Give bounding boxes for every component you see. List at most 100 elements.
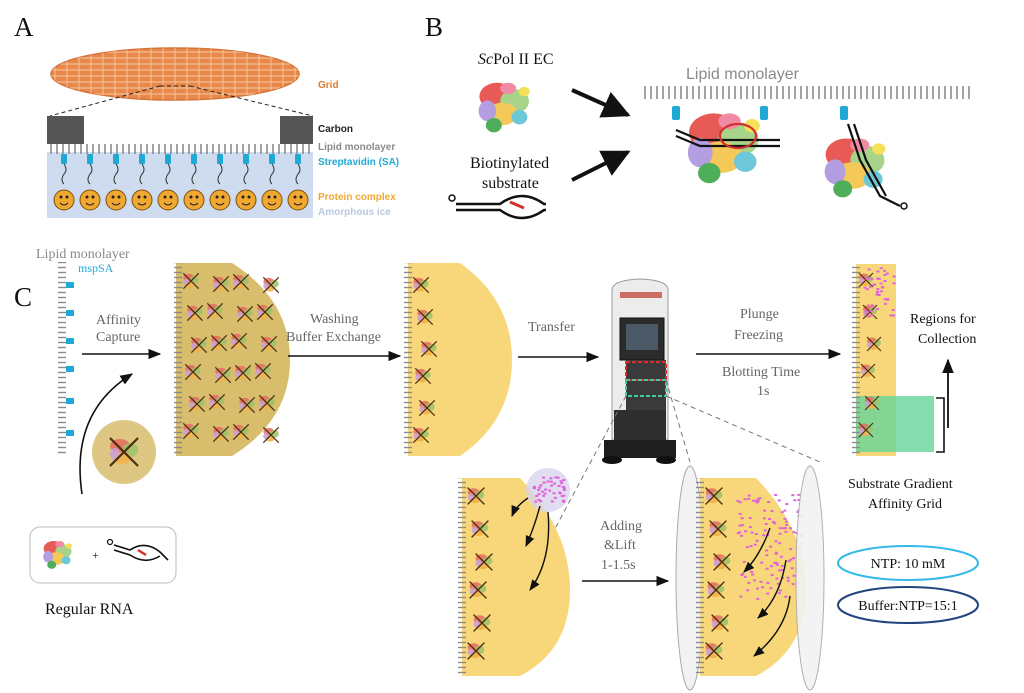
ntp-dot <box>891 309 895 312</box>
ntp-dot <box>778 532 782 535</box>
ntp-dot <box>777 592 781 595</box>
plus-sign: + <box>92 548 99 562</box>
ntp-dot <box>552 492 556 495</box>
bound-complex-icon <box>416 308 434 326</box>
plunge-label-2: Freezing <box>734 328 783 343</box>
ntp-dot <box>743 575 747 578</box>
ntp-dot <box>869 310 873 313</box>
ntp-dot <box>756 587 760 590</box>
ntp-dot <box>532 485 536 488</box>
ntp-dot <box>758 497 762 500</box>
affinity-label-2: Capture <box>96 330 140 345</box>
tether <box>269 163 275 185</box>
bound-complex-icon <box>704 486 724 506</box>
ntp-dot <box>557 485 561 488</box>
bound-complex-icon <box>238 396 256 414</box>
ntp-dot <box>770 574 774 577</box>
ntp-dot <box>537 488 541 491</box>
bound-complex-icon <box>212 275 230 293</box>
ntp-dot <box>769 545 773 548</box>
carbon-right <box>280 116 313 144</box>
ntp-label: NTP: 10 mM <box>871 557 946 572</box>
protein-complex-icon <box>79 189 101 211</box>
ntp-dot <box>783 517 787 520</box>
ntp-dot <box>542 494 546 497</box>
bound-complex-icon <box>708 519 728 539</box>
bound-complex-icon <box>710 613 730 633</box>
green-dashed-region <box>625 379 667 397</box>
bound-complex-icon <box>472 613 492 633</box>
ntp-dot <box>753 543 757 546</box>
ntp-dot <box>759 580 763 583</box>
ntp-dot <box>738 524 742 527</box>
adding-label-2: &Lift <box>604 538 636 553</box>
sa-marker <box>113 154 119 164</box>
bound-complex-icon <box>860 363 876 379</box>
bound-complex-icon <box>418 399 436 417</box>
bound-complex-icon <box>182 422 200 440</box>
ntp-dot <box>785 520 789 523</box>
ntp-dot <box>877 277 881 280</box>
monolayer-step3 <box>404 263 412 456</box>
sa-marker <box>66 398 74 404</box>
ntp-dot <box>752 579 756 582</box>
protein-complex-icon <box>235 189 257 211</box>
ntp-dot <box>540 490 544 493</box>
ntp-dot <box>787 560 791 563</box>
ntp-dot <box>560 495 564 498</box>
bound-complex-icon <box>412 276 430 294</box>
amorphous-ice-label: Amorphous ice <box>318 207 391 218</box>
ntp-dot <box>738 512 742 515</box>
ntp-dot <box>761 586 765 589</box>
bound-complex-icon <box>182 272 200 290</box>
ntp-dot <box>879 267 883 270</box>
tether <box>243 163 249 185</box>
ntp-dot <box>870 277 874 280</box>
blot-paper-right <box>795 465 825 691</box>
ntp-dot <box>537 493 541 496</box>
ntp-dot <box>879 282 883 285</box>
ntp-dot <box>781 568 785 571</box>
carbon-label: Carbon <box>318 124 353 135</box>
ntp-dot <box>782 527 786 530</box>
ntp-dot <box>766 581 770 584</box>
sa-marker <box>269 154 275 164</box>
tether <box>295 163 301 185</box>
sa-marker <box>139 154 145 164</box>
ntp-dot <box>789 548 793 551</box>
ntp-dot <box>738 531 742 534</box>
ntp-dot <box>867 315 871 318</box>
sa-marker <box>165 154 171 164</box>
tether <box>165 163 171 185</box>
bound-complex-icon <box>262 276 280 294</box>
ntp-dot <box>892 275 896 278</box>
panel-a-ice: Carbon Lipid monolayer Streptavidin (SA)… <box>47 116 399 218</box>
inset1-arrows <box>511 497 550 591</box>
bound-complex-icon <box>262 426 280 444</box>
carbon-left <box>47 116 84 144</box>
gradient-label-1: Substrate Gradient <box>848 477 953 492</box>
ntp-dot <box>792 574 796 577</box>
affinity-label-1: Affinity <box>96 313 141 328</box>
ntp-dot <box>562 488 566 491</box>
lipid-monolayer-label-b: Lipid monolayer <box>686 66 800 83</box>
protein-complex-icon <box>287 189 309 211</box>
tether <box>113 163 119 185</box>
ntp-dot <box>756 597 760 600</box>
ntp-dot <box>556 476 560 479</box>
grid-label: Grid <box>318 80 339 91</box>
ntp-dot <box>762 517 766 520</box>
ntp-dot <box>751 573 755 576</box>
panel-a-grid: Grid <box>50 47 339 101</box>
ntp-dot <box>866 277 870 280</box>
lipid-monolayer-a <box>47 144 313 154</box>
inset-monolayer-2 <box>696 478 704 676</box>
bound-complex-icon <box>258 394 276 412</box>
sa-marker <box>191 154 197 164</box>
biotin-label-1: Biotinylated <box>470 155 549 172</box>
ntp-dot <box>750 570 754 573</box>
ntp-ellipse <box>837 545 979 581</box>
ntp-dot <box>745 546 749 549</box>
ntp-dot <box>863 286 867 289</box>
pol-ii-title-italic: Sc <box>478 51 493 68</box>
